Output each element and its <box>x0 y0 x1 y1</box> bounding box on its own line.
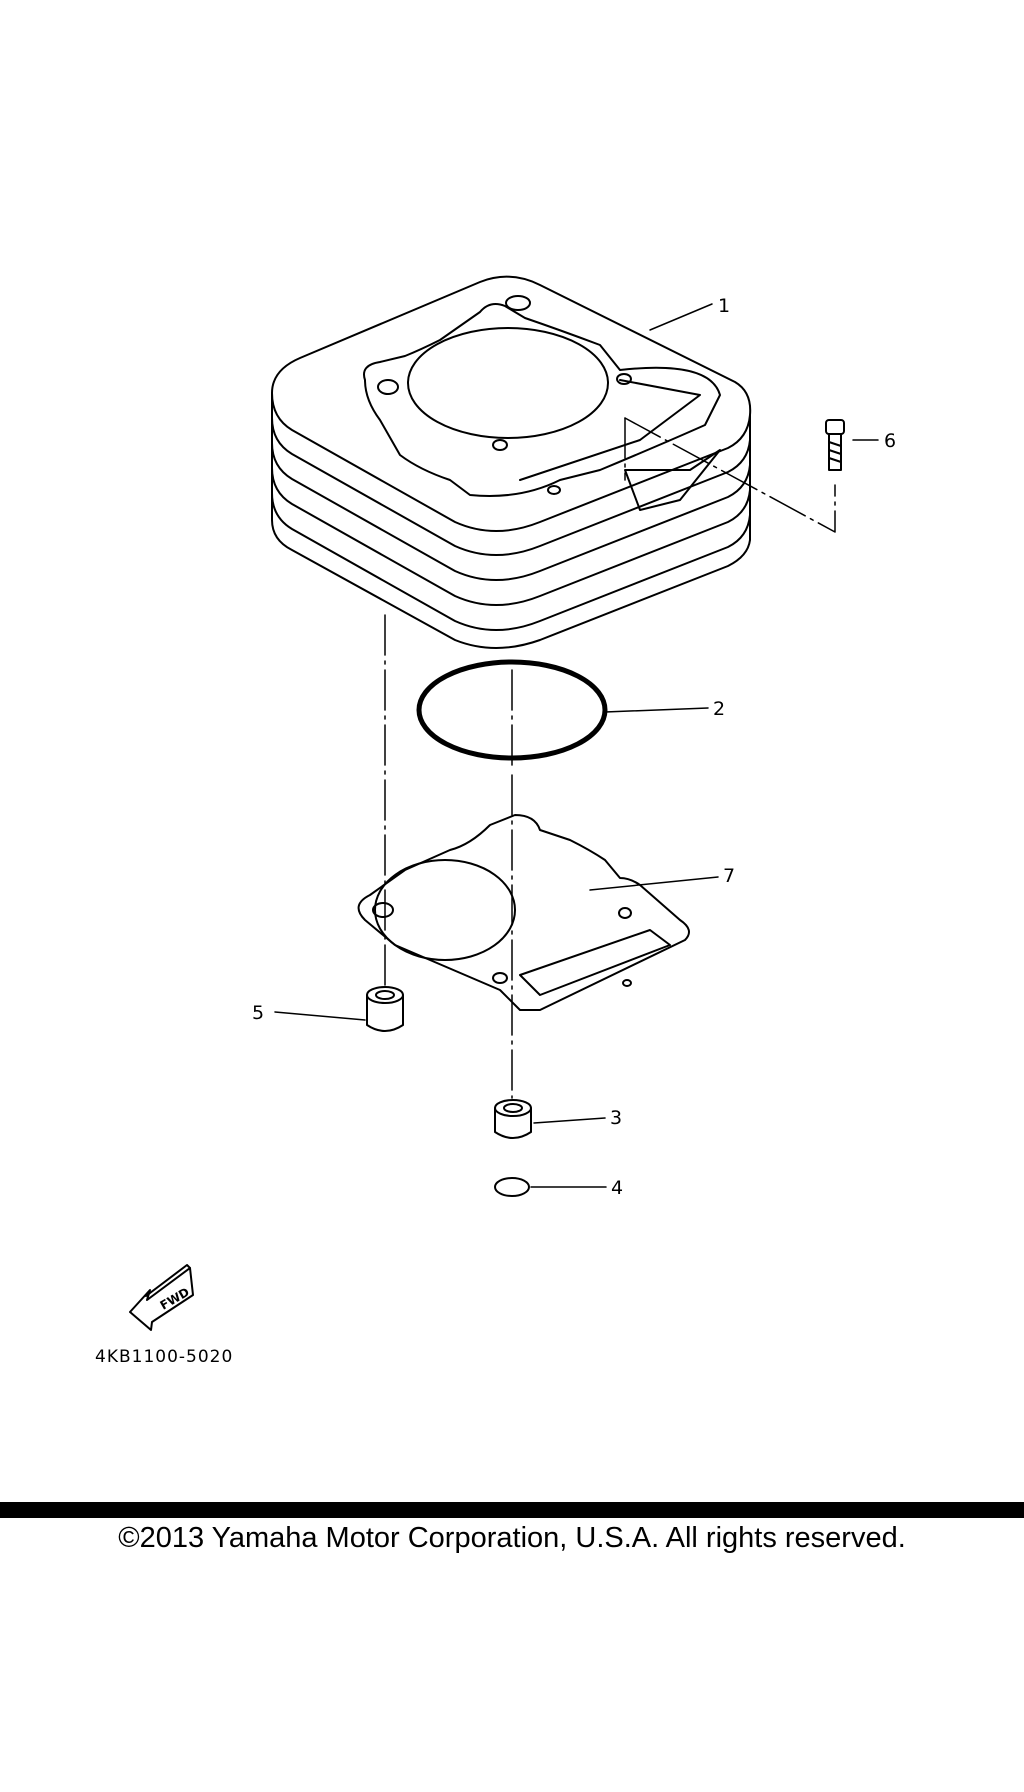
callout-3: 3 <box>610 1107 622 1129</box>
part-number: 4KB1100-5020 <box>95 1347 233 1367</box>
callout-6: 6 <box>884 430 896 452</box>
o-ring-part-4[interactable] <box>494 1177 530 1197</box>
bolt-part-6[interactable] <box>825 419 845 471</box>
dowel-pin-part-3[interactable] <box>494 1099 532 1139</box>
callout-7: 7 <box>723 865 735 887</box>
callout-4: 4 <box>611 1177 623 1199</box>
footer-divider <box>0 1502 1024 1518</box>
cylinder-part-1[interactable] <box>271 275 752 649</box>
copyright-text: ©2013 Yamaha Motor Corporation, U.S.A. A… <box>118 1522 906 1554</box>
fwd-arrow-icon <box>129 1264 194 1331</box>
assembly-lines <box>384 417 836 1099</box>
parts-diagram: 1 6 2 7 5 3 4 FWD 4KB1100-5020 <box>95 275 896 1367</box>
callout-2: 2 <box>713 698 725 720</box>
dowel-pin-part-5[interactable] <box>366 986 404 1032</box>
callout-1: 1 <box>718 295 730 317</box>
gasket-part-7[interactable] <box>357 814 690 1011</box>
leader-lines <box>274 303 879 1188</box>
callout-5: 5 <box>252 1002 264 1024</box>
